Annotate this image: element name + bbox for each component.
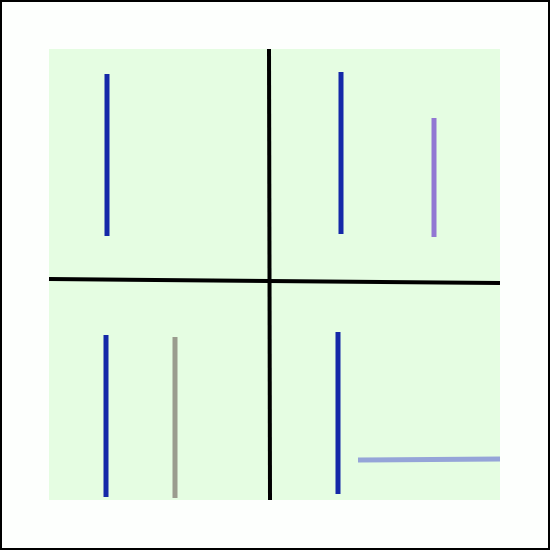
horizontal-divider xyxy=(48,277,501,285)
bottom-right-light-blue-horizontal-line xyxy=(357,456,501,463)
panel-area xyxy=(49,49,500,500)
vertical-divider xyxy=(267,48,272,501)
figure-lines xyxy=(103,72,501,498)
